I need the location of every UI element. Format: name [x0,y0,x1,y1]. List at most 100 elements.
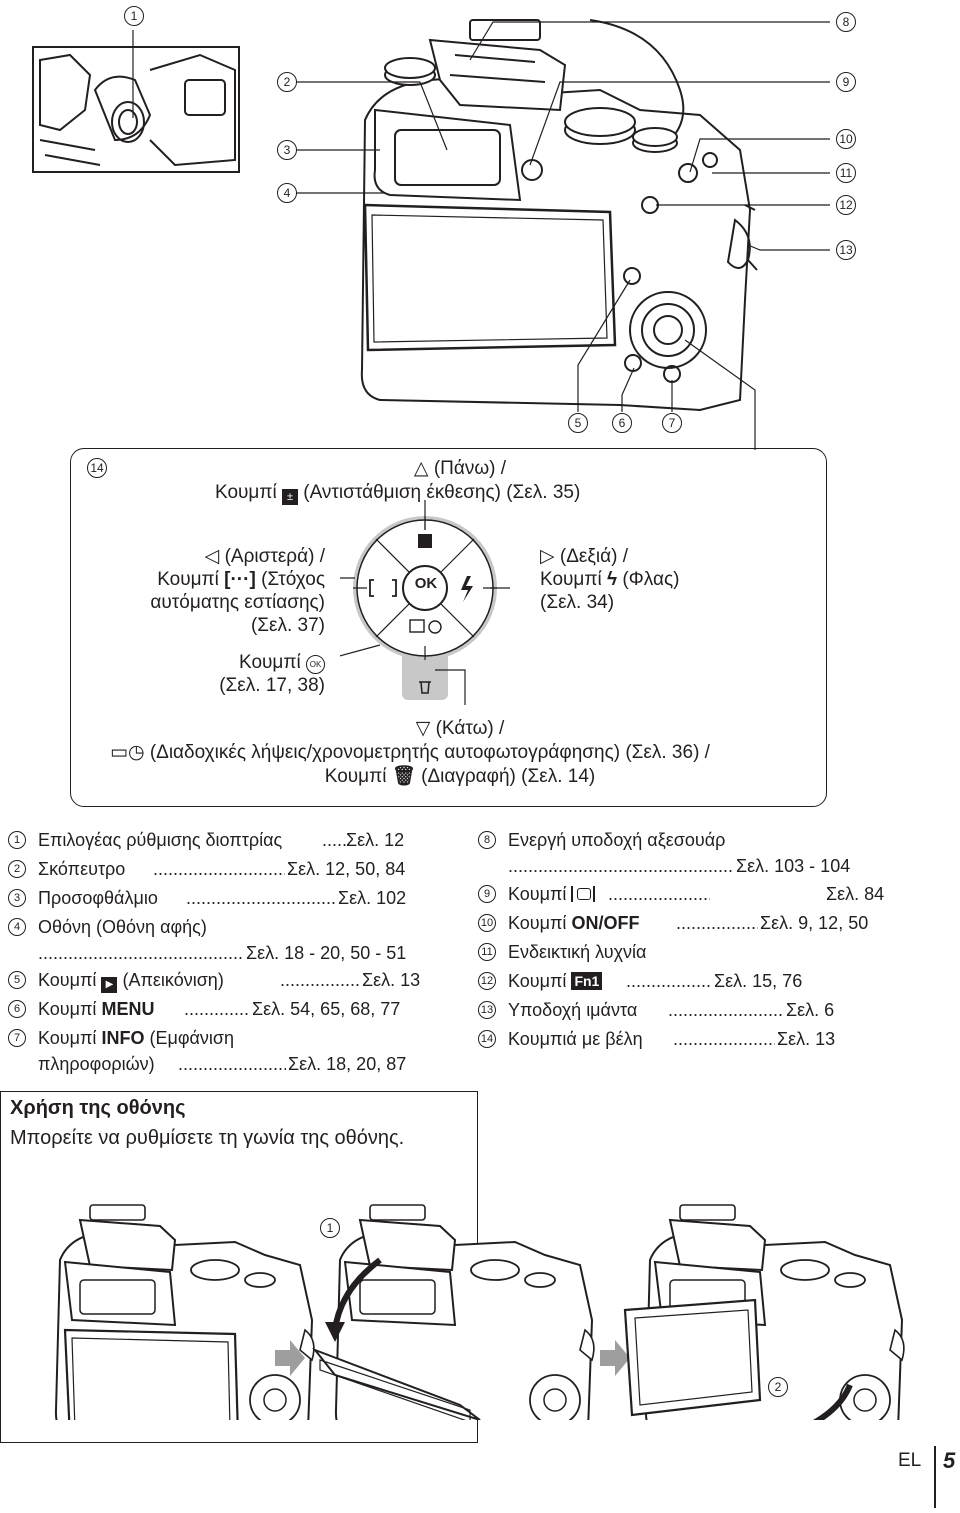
part-name: Οθόνη (Οθόνη αφής) [38,916,207,938]
part-item-11: 11 Ενδεικτική λυχνία [478,941,938,963]
part-name: Κουμπί INFO (Εμφάνιση [38,1027,234,1049]
callout-12: 12 [836,195,856,215]
callout-13: 13 [836,240,856,260]
trash-icon: 🗑 [392,766,416,787]
part-item-14: 14 Κουμπιά με βέλη .....................… [478,1028,938,1050]
part-name: Κουμπί Fn1 [508,970,602,992]
part-num: 14 [478,1030,496,1048]
part-page: Σελ. 18, 20, 87 [288,1053,406,1075]
part-name: Κουμπί ▶ (Απεικόνιση) [38,969,224,993]
part-num: 13 [478,1001,496,1019]
usage-title: Χρήση της οθόνης [10,1097,185,1120]
camera-back-illustration [0,0,960,450]
down-caption-line1: ▽ (Κάτω) / [330,717,590,740]
callout-1: 1 [124,6,144,26]
part-page: Σελ. 18 - 20, 50 - 51 [246,942,406,964]
page-number: 5 [943,1448,955,1474]
arrow-pad-graphic [340,500,510,705]
callout-3: 3 [277,140,297,160]
part-item-3: 3 Προσοφθάλμιο .........................… [8,887,428,909]
af-target-icon: [···] [224,569,256,590]
usage-text: Μπορείτε να ρυθμίσετε τη γωνία της οθόνη… [10,1127,404,1150]
menu-label: MENU [101,999,154,1019]
part-num: 6 [8,1000,26,1018]
callout-2: 2 [277,72,297,92]
part-item-2: 2 Σκόπευτρο ............................… [8,858,428,880]
callout-10: 10 [836,129,856,149]
part-num: 12 [478,972,496,990]
camera-step-1 [315,1205,594,1420]
part-num: 10 [478,914,496,932]
monitor-angle-illustrations [0,1160,960,1420]
part-num: 1 [8,831,26,849]
part-name: Υποδοχή ιμάντα [508,999,637,1021]
part-page: Σελ. 13 [362,969,420,991]
part-num: 3 [8,889,26,907]
part-num: 8 [478,831,496,849]
callout-14: 14 [87,458,107,478]
part-name: Κουμπί ON/OFF [508,912,639,934]
part-page: Σελ. 54, 65, 68, 77 [252,998,400,1020]
part-item-12: 12 Κουμπί Fn1 ..........................… [478,970,938,992]
usage-step-1-badge: 1 [320,1218,340,1238]
part-item-9: 9 Κουμπί ...............................… [478,883,938,905]
sequential-selftimer-icon: ▭◷ [110,742,145,763]
part-item-8: 8 Ενεργή υποδοχή αξεσουάρ ..............… [478,829,938,879]
fn1-icon: Fn1 [571,972,602,990]
callout-9: 9 [836,72,856,92]
callout-5: 5 [568,413,588,433]
part-item-13: 13 Υποδοχή ιμάντα ......................… [478,999,938,1021]
exposure-compensation-icon: ± [282,489,298,505]
part-name: Σκόπευτρο [38,858,125,880]
callout-4: 4 [277,183,297,203]
camera-step-0 [56,1205,314,1420]
part-num: 5 [8,971,26,989]
part-page: Σελ. 9, 12, 50 [760,912,868,934]
info-label: INFO [101,1028,144,1048]
callout-7: 7 [662,413,682,433]
up-caption-line1: △ (Πάνω) / [330,457,590,480]
callout-11: 11 [836,163,856,183]
part-name: Ενδεικτική λυχνία [508,941,646,963]
playback-icon: ▶ [101,977,117,993]
part-page: Σελ. 12 [346,829,404,851]
camera-step-2 [625,1205,904,1420]
part-num: 9 [478,885,496,903]
part-item-5: 5 Κουμπί ▶ (Απεικόνιση) ................… [8,969,428,991]
part-item-1: 1 Επιλογέας ρύθμισης διοπτρίας Σελ. 12 .… [8,829,428,851]
part-item-7: 7 Κουμπί INFO (Εμφάνιση πληροφοριών) ...… [8,1027,428,1077]
language-code: EL [898,1450,921,1472]
part-page: Σελ. 13 [777,1028,835,1050]
part-page: Σελ. 102 [338,887,406,909]
part-num: 7 [8,1029,26,1047]
usage-step-2-badge: 2 [768,1377,788,1397]
part-name: Κουμπί MENU [38,998,154,1020]
part-num: 11 [478,943,496,961]
part-num: 2 [8,860,26,878]
right-caption: ▷ (Δεξιά) / Κουμπί ϟ (Φλας) (Σελ. 34) [540,545,780,614]
left-caption: ◁ (Αριστερά) / Κουμπί [···] (Στόχος αυτό… [100,545,325,637]
part-page: Σελ. 84 [826,883,884,905]
up-triangle-icon: △ [414,458,429,479]
right-triangle-icon: ▷ [540,546,555,567]
ok-caption: Κουμπί OK (Σελ. 17, 38) [150,651,325,697]
down-caption-line3: Κουμπί 🗑 (Διαγραφή) (Σελ. 14) [220,765,700,788]
down-caption-line2: ▭◷ (Διαδοχικές λήψεις/χρονομετρητής αυτο… [110,741,820,764]
down-triangle-icon: ▽ [416,718,431,739]
part-name: Επιλογέας ρύθμισης διοπτρίας [38,829,282,851]
part-item-4: 4 Οθόνη (Οθόνη αφής) ...................… [8,916,428,966]
callout-6: 6 [612,413,632,433]
part-page: Σελ. 15, 76 [714,970,802,992]
part-name: Κουμπιά με βέλη [508,1028,643,1050]
footer-divider [934,1446,936,1508]
onoff-label: ON/OFF [571,913,639,933]
part-page: Σελ. 12, 50, 84 [287,858,405,880]
ok-glyph: OK [409,575,443,592]
flash-icon: ϟ [607,569,617,590]
part-page: Σελ. 6 [786,999,834,1021]
part-item-10: 10 Κουμπί ON/OFF .......................… [478,912,938,934]
part-page: Σελ. 103 - 104 [736,855,850,877]
left-triangle-icon: ◁ [205,546,220,567]
part-name-line2: πληροφοριών) [38,1053,155,1075]
frame-button-icon [571,886,595,902]
